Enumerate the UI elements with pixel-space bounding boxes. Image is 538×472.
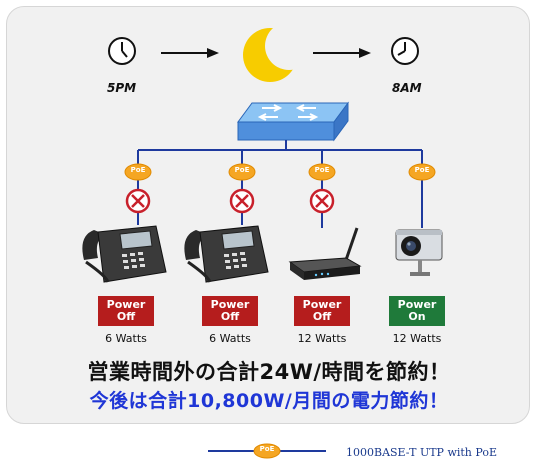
poe-badge-icons — [124, 163, 436, 181]
status-bottom: Off — [116, 310, 136, 323]
savings-message-line2: 今後は合計10,800W/月間の電力節約！ — [89, 390, 449, 412]
savings-message-line1: 営業時間外の合計24W/時間を節約！ — [87, 360, 451, 384]
legend-cable-icon — [208, 443, 326, 459]
poe-badge-label: PoE — [314, 166, 330, 174]
arrow-right-icon — [161, 48, 219, 58]
status-badge-device-4: Power On — [389, 296, 445, 326]
x-mark-icon-3 — [309, 188, 335, 214]
x-mark-icon-2 — [229, 188, 255, 214]
poe-badge-label: PoE — [414, 166, 430, 174]
device-watts-2: 6 Watts — [209, 332, 251, 345]
legend-poe-badge-label: PoE — [259, 445, 275, 453]
status-top: Power — [302, 298, 342, 311]
legend-label: 1000BASE-T UTP with PoE — [346, 446, 497, 459]
poe-switch-icon — [237, 101, 349, 142]
ip-phone-icon-1 — [82, 225, 167, 283]
status-badge-device-2: Power Off — [202, 296, 258, 326]
status-badge-device-3: Power Off — [294, 296, 350, 326]
poe-badge-label: PoE — [234, 166, 250, 174]
wireless-router-icon — [288, 227, 362, 280]
status-top: Power — [397, 298, 437, 311]
status-badge-device-1: Power Off — [98, 296, 154, 326]
ip-camera-icon — [395, 229, 443, 276]
device-watts-3: 12 Watts — [297, 332, 347, 345]
end-time-label: 8AM — [392, 81, 422, 95]
clock-8am-icon — [391, 37, 419, 65]
power-cut-x-icons — [125, 188, 335, 214]
start-time-label: 5PM — [107, 81, 137, 95]
status-top: Power — [210, 298, 250, 311]
device-watts-1: 6 Watts — [105, 332, 147, 345]
clock-5pm-icon — [108, 37, 136, 65]
ip-phone-icon-2 — [184, 225, 269, 283]
utp-cables — [137, 140, 423, 228]
arrow-right-icon-2 — [313, 48, 371, 58]
status-bottom: Off — [220, 310, 240, 323]
device-watts-4: 12 Watts — [392, 332, 442, 345]
moon-icon — [243, 22, 313, 82]
x-mark-icon-1 — [125, 188, 151, 214]
status-bottom: On — [408, 310, 426, 323]
status-top: Power — [106, 298, 146, 311]
poe-badge-label: PoE — [130, 166, 146, 174]
status-bottom: Off — [312, 310, 332, 323]
